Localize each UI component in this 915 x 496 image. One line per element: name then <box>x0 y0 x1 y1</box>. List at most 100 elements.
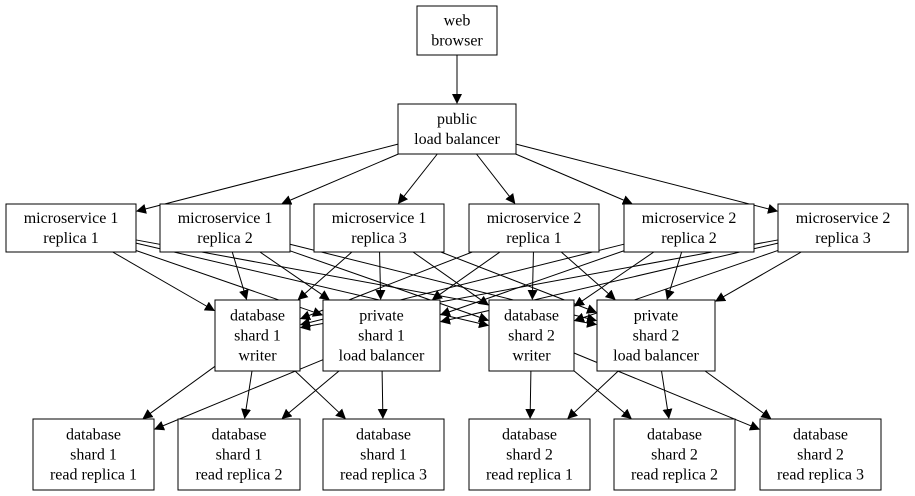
node-box <box>777 203 909 253</box>
node-label-line: shard 2 <box>633 328 680 345</box>
node-label-line: read replica 2 <box>631 467 718 484</box>
node-label-line: shard 2 <box>651 447 698 464</box>
node-label-line: read replica 3 <box>777 467 864 484</box>
edge-public_lb-to-ms2r1 <box>476 153 516 204</box>
node-db1r3: database shard 1 read replica 3 <box>322 418 445 491</box>
node-db1r1: database shard 1 read replica 1 <box>32 418 155 491</box>
edge-plb2-to-db2r3 <box>704 370 772 419</box>
node-label-line: database <box>211 427 266 444</box>
edge-db2w-to-db2r1 <box>525 370 536 420</box>
node-box <box>416 5 498 56</box>
node-label-line: shard 1 <box>358 328 405 345</box>
node-label-line: load balancer <box>339 348 425 365</box>
edge-ms2r1-to-db2w <box>527 251 538 301</box>
edge-ms1r2-to-db2w <box>289 250 490 323</box>
node-label-line: database <box>66 427 121 444</box>
node-label-line: replica 3 <box>815 230 871 247</box>
node-box <box>759 418 882 491</box>
node-label-line: public <box>437 111 477 128</box>
node-label-line: microservice 1 <box>24 210 119 227</box>
node-label-line: replica 1 <box>43 230 99 247</box>
node-label-line: database <box>793 427 848 444</box>
node-ms2r3: microservice 2 replica 3 <box>777 203 909 253</box>
node-box <box>177 418 301 491</box>
node-label-line: replica 2 <box>661 230 717 247</box>
node-label-line: microservice 2 <box>642 210 737 227</box>
node-label-line: shard 2 <box>508 328 555 345</box>
node-label-line: database <box>230 308 285 325</box>
edge-ms1r2-to-plb1 <box>259 251 330 301</box>
node-box <box>397 103 517 155</box>
node-box <box>623 203 755 253</box>
node-db2r3: database shard 2 read replica 3 <box>759 418 882 491</box>
node-label-line: load balancer <box>613 348 699 365</box>
node-db1w: database shard 1 writer <box>214 299 301 372</box>
node-label-line: read replica 1 <box>50 467 137 484</box>
node-label-line: microservice 2 <box>796 210 891 227</box>
edge-public_lb-to-ms2r2 <box>515 153 633 205</box>
edge-db1w-to-db1r3 <box>294 370 346 420</box>
edge-plb1-to-db1r3 <box>377 370 388 420</box>
node-box <box>322 299 441 372</box>
node-public_lb: public load balancer <box>397 103 517 155</box>
node-box <box>313 203 445 253</box>
edge-ms1r3-to-db1w <box>297 251 353 301</box>
node-ms2r2: microservice 2 replica 2 <box>623 203 755 253</box>
node-label-line: database <box>356 427 411 444</box>
node-label-line: private <box>634 308 678 325</box>
node-box <box>488 299 575 372</box>
node-ms1r1: microservice 1 replica 1 <box>5 203 137 253</box>
edge-ms1r3-to-plb1 <box>375 251 386 301</box>
node-label-line: replica 1 <box>506 230 562 247</box>
edge-plb2-to-db2r2 <box>661 370 673 420</box>
edge-db1w-to-db1r2 <box>241 370 253 420</box>
edge-ms2r3-to-plb2 <box>714 251 802 302</box>
node-box <box>613 418 736 491</box>
edge-db2w-to-db2r2 <box>573 370 632 420</box>
node-label-line: shard 1 <box>360 447 407 464</box>
node-box <box>5 203 137 253</box>
node-label-line: private <box>359 308 403 325</box>
node-label-line: shard 1 <box>70 447 117 464</box>
node-label-line: read replica 2 <box>195 467 282 484</box>
node-label-line: read replica 3 <box>340 467 427 484</box>
node-db2r1: database shard 2 read replica 1 <box>468 418 591 491</box>
edge-ms1r3-to-db2w <box>412 251 489 306</box>
node-label-line: database <box>502 427 557 444</box>
edge-plb1-to-db1r2 <box>281 370 340 419</box>
edge-ms1r2-to-db1w <box>231 251 249 300</box>
node-ms2r1: microservice 2 replica 1 <box>468 203 600 253</box>
node-box <box>468 418 591 491</box>
node-label-line: writer <box>238 348 277 365</box>
edge-ms2r2-to-plb1 <box>439 250 625 317</box>
node-label-line: writer <box>512 348 551 365</box>
node-label-line: load balancer <box>414 131 500 148</box>
edge-public_lb-to-ms1r3 <box>397 153 438 204</box>
node-box <box>214 299 301 372</box>
node-plb1: private shard 1 load balancer <box>322 299 441 372</box>
edge-public_lb-to-ms1r1 <box>135 143 399 214</box>
edge-ms2r1-to-plb2 <box>560 251 616 301</box>
node-label-line: shard 2 <box>506 447 553 464</box>
edge-plb2-to-db2r1 <box>567 370 619 420</box>
node-label-line: web <box>444 13 471 30</box>
edge-public_lb-to-ms1r2 <box>281 153 399 205</box>
node-label-line: microservice 2 <box>487 210 582 227</box>
edge-ms2r2-to-db2w <box>573 251 655 307</box>
edge-ms2r1-to-plb1 <box>431 251 501 300</box>
node-label-line: shard 2 <box>797 447 844 464</box>
node-label-line: read replica 1 <box>486 467 573 484</box>
node-box <box>32 418 155 491</box>
node-box <box>159 203 291 253</box>
node-label-line: database <box>647 427 702 444</box>
node-label-line: shard 1 <box>234 328 281 345</box>
node-box <box>596 299 716 372</box>
